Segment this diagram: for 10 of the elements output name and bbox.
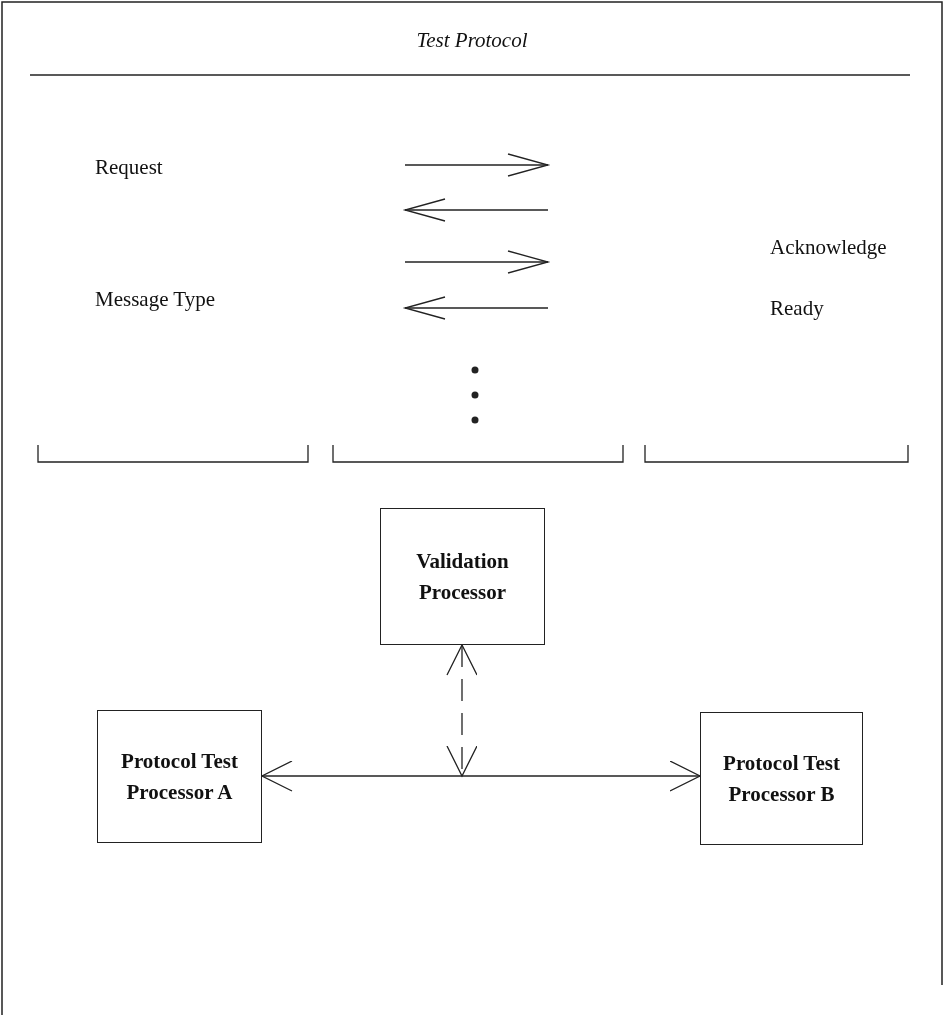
title: Test Protocol xyxy=(415,28,529,53)
arrow xyxy=(446,644,478,777)
message-label: Acknowledge xyxy=(770,235,887,260)
message-label: Ready xyxy=(770,296,824,321)
processor-box: Protocol Test Processor B xyxy=(700,712,863,845)
processor-box: Validation Processor xyxy=(380,508,545,645)
message-label: Request xyxy=(95,155,163,180)
processor-box: Protocol Test Processor A xyxy=(97,710,262,843)
arrow xyxy=(261,760,701,792)
message-label: Message Type xyxy=(95,287,216,312)
